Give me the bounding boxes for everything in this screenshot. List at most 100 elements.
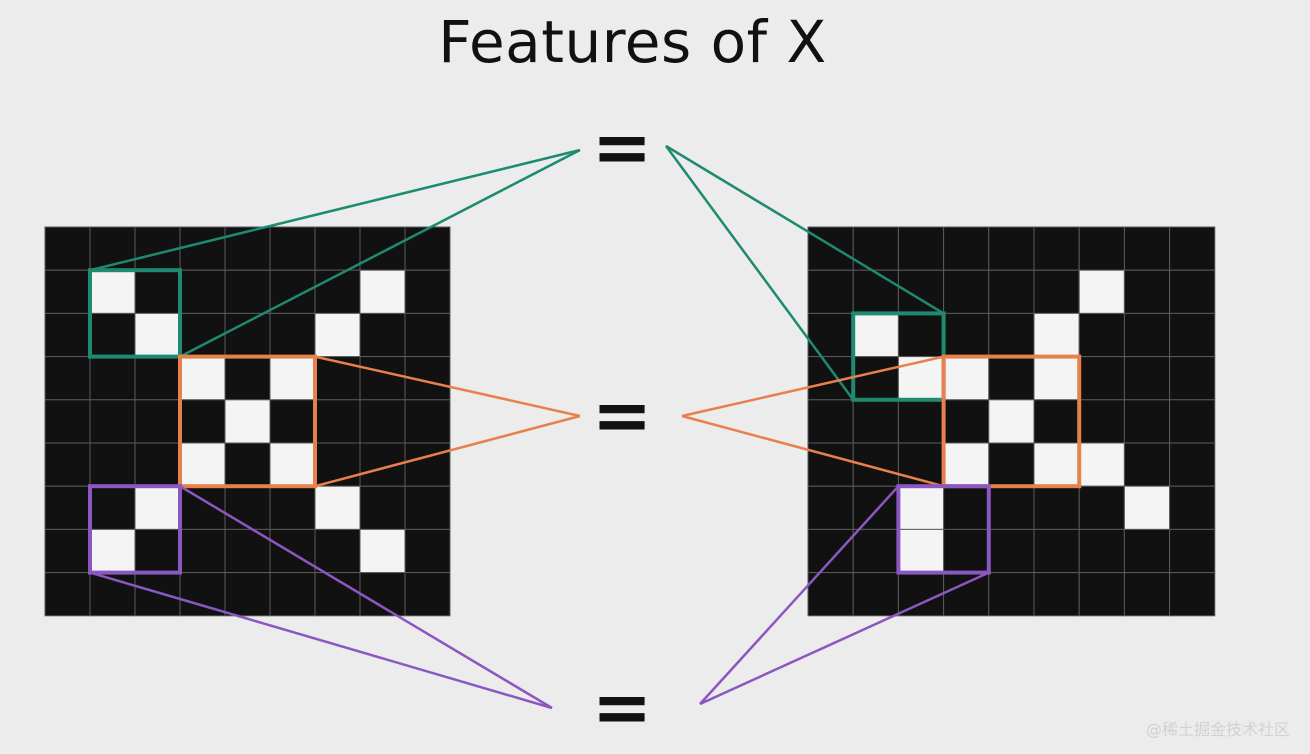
white-pixel [359, 528, 406, 574]
black-pixel [179, 226, 226, 271]
white-pixel [134, 312, 181, 358]
white-pixel [179, 442, 226, 487]
black-pixel [807, 226, 854, 271]
black-pixel [134, 572, 181, 617]
cross-feature-connector [314, 355, 581, 418]
black-pixel [1123, 312, 1171, 358]
black-pixel [179, 399, 226, 444]
antidiagonal-feature-connector [699, 571, 990, 706]
black-pixel [224, 442, 271, 487]
black-pixel [134, 528, 181, 574]
white-pixel [269, 356, 316, 401]
black-pixel [314, 356, 361, 401]
black-pixel [44, 442, 91, 487]
black-pixel [44, 399, 91, 444]
white-pixel [359, 269, 406, 314]
black-pixel [807, 399, 854, 444]
black-pixel [269, 572, 316, 617]
black-pixel [1078, 399, 1125, 444]
cross-feature-connector [681, 355, 944, 418]
black-pixel [1033, 528, 1080, 574]
antidiagonal-feature: = [88, 484, 991, 749]
black-pixel [1078, 528, 1125, 574]
black-pixel [807, 312, 854, 358]
black-pixel [988, 528, 1035, 574]
black-pixel [897, 399, 945, 444]
black-pixel [134, 442, 181, 487]
black-pixel [224, 226, 271, 271]
black-pixel [807, 528, 854, 574]
black-pixel [1078, 356, 1125, 401]
black-pixel [89, 356, 136, 401]
black-pixel [269, 528, 316, 574]
black-pixel [988, 356, 1035, 401]
black-pixel [988, 442, 1035, 487]
black-pixel [224, 312, 271, 358]
black-pixel [852, 269, 899, 314]
black-pixel [1169, 572, 1216, 617]
black-pixel [179, 572, 226, 617]
cross-feature-connector [681, 414, 944, 488]
black-pixel [1033, 572, 1080, 617]
black-pixel [404, 312, 451, 358]
black-pixel [1033, 269, 1080, 314]
white-pixel [943, 442, 990, 487]
antidiagonal-feature-connector [699, 485, 900, 705]
black-pixel [359, 485, 406, 530]
black-pixel [852, 528, 899, 574]
black-pixel [988, 485, 1035, 530]
black-pixel [1123, 226, 1171, 271]
black-pixel [404, 528, 451, 574]
black-pixel [1169, 399, 1216, 444]
black-pixel [943, 312, 990, 358]
black-pixel [1078, 226, 1125, 271]
black-pixel [1078, 312, 1125, 358]
black-pixel [179, 269, 226, 314]
black-pixel [1169, 442, 1216, 487]
white-pixel [224, 399, 271, 444]
white-pixel [1033, 442, 1080, 487]
black-pixel [1033, 226, 1080, 271]
black-pixel [1169, 528, 1216, 574]
black-pixel [1123, 442, 1171, 487]
black-pixel [134, 399, 181, 444]
black-pixel [404, 399, 451, 444]
black-pixel [1169, 269, 1216, 314]
diagonal-feature-box [88, 268, 182, 359]
black-pixel [1169, 356, 1216, 401]
white-pixel [314, 312, 361, 358]
black-pixel [943, 399, 990, 444]
black-pixel [1078, 572, 1125, 617]
black-pixel [1169, 312, 1216, 358]
black-pixel [404, 572, 451, 617]
black-pixel [359, 226, 406, 271]
black-pixel [404, 269, 451, 314]
black-pixel [179, 528, 226, 574]
cross-feature-box [941, 354, 1082, 489]
black-pixel [89, 485, 136, 530]
black-pixel [269, 312, 316, 358]
black-pixel [44, 356, 91, 401]
white-pixel [1033, 312, 1080, 358]
black-pixel [807, 485, 854, 530]
black-pixel [269, 399, 316, 444]
black-pixel [988, 226, 1035, 271]
white-pixel [897, 528, 945, 574]
white-pixel [179, 356, 226, 401]
black-pixel [44, 269, 91, 314]
black-pixel [943, 572, 990, 617]
black-pixel [1123, 269, 1171, 314]
black-pixel [269, 226, 316, 271]
black-pixel [852, 572, 899, 617]
black-pixel [1169, 485, 1216, 530]
black-pixel [224, 269, 271, 314]
white-pixel [1123, 485, 1171, 530]
black-pixel [359, 356, 406, 401]
black-pixel [404, 485, 451, 530]
black-pixel [1123, 528, 1171, 574]
black-pixel [943, 528, 990, 574]
black-pixel [988, 312, 1035, 358]
diagonal-feature-connector [664, 145, 855, 401]
black-pixel [224, 572, 271, 617]
black-pixel [89, 399, 136, 444]
